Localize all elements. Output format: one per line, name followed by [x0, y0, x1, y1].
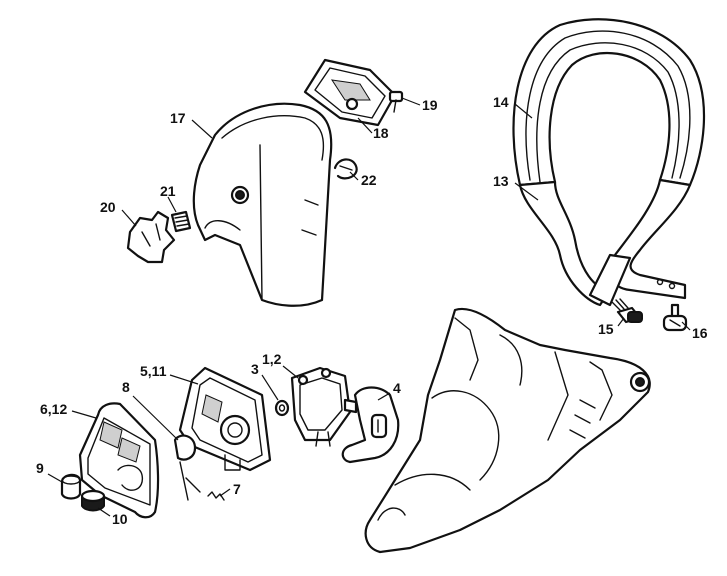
leader-18: [357, 117, 373, 134]
washer-3-part: [274, 399, 290, 417]
leader-lines: [47, 97, 691, 517]
leader-1-2: [282, 365, 299, 379]
leader-15: [617, 317, 625, 327]
housing-part: [364, 307, 651, 554]
filter-cover-part: [78, 402, 160, 519]
callout-14: 14: [493, 94, 509, 110]
callout-15: 15: [598, 321, 614, 337]
leader-9: [47, 473, 63, 483]
leader-17: [191, 119, 213, 139]
cover-18-part: [303, 58, 397, 127]
leader-4: [377, 392, 391, 401]
callout-9: 9: [36, 460, 44, 476]
callout-4: 4: [393, 380, 401, 396]
callout-13: 13: [493, 173, 509, 189]
leader-3: [261, 374, 279, 401]
carburetor-part: [290, 366, 358, 447]
callout-5-11: 5,11: [140, 363, 167, 379]
leader-13: [514, 182, 539, 201]
leader-10: [97, 507, 111, 517]
spring-21-part: [170, 210, 192, 233]
leader-6-12: [71, 410, 97, 419]
callout-6-12: 6,12: [40, 401, 67, 417]
callout-16: 16: [692, 325, 708, 341]
spring-7-part: [207, 491, 225, 501]
callout-19: 19: [422, 97, 438, 113]
manifold-4-part: [341, 386, 400, 464]
knob-20-part: [126, 210, 176, 264]
leader-16: [681, 321, 691, 331]
leader-19: [401, 97, 421, 106]
handlebar-part: [512, 18, 706, 307]
callout-10: 10: [112, 511, 128, 527]
leader-8: [132, 395, 179, 441]
grommet-10-part: [80, 489, 106, 512]
callout-7: 7: [233, 481, 241, 497]
leader-7: [219, 488, 231, 497]
leader-5-11: [169, 374, 199, 385]
screw-19-part: [388, 90, 404, 113]
bolt-16-part: [662, 303, 688, 332]
callout-18: 18: [373, 125, 389, 141]
callout-22: 22: [361, 172, 377, 188]
leader-20: [121, 209, 137, 227]
screw-15-part: [611, 298, 643, 324]
lever-8-part: [173, 434, 201, 501]
callout-1-2: 1,2: [262, 351, 282, 367]
leader-22: [349, 171, 359, 181]
callout-17: 17: [170, 110, 186, 126]
callout-8: 8: [122, 379, 130, 395]
shroud-17-part: [192, 102, 333, 307]
callout-labels: 14 13 15 16 17 18 19 20 21 22 1,2 3 4 5,…: [36, 94, 708, 527]
callout-20: 20: [100, 199, 116, 215]
leader-14: [514, 103, 533, 119]
callout-21: 21: [160, 183, 176, 199]
filter-base-part: [178, 366, 272, 472]
grommet-9-part: [60, 473, 82, 500]
callout-3: 3: [251, 361, 259, 377]
leader-21: [167, 196, 177, 213]
